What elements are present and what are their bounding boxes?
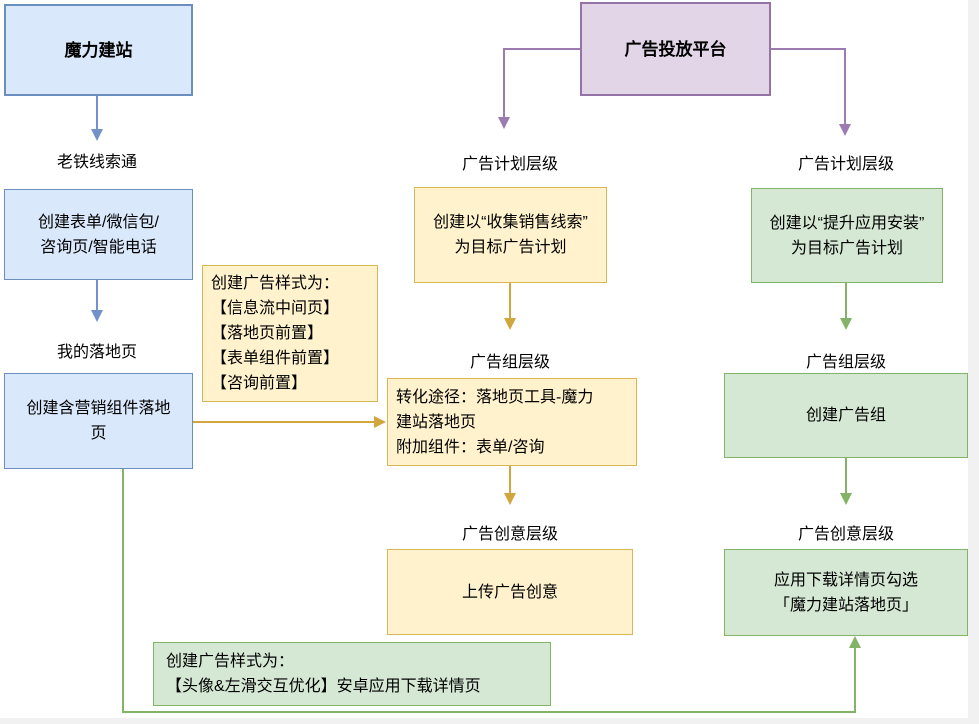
- node-conversion-path: 转化途径：落地页工具-魔力 建站落地页 附加组件：表单/咨询: [387, 378, 637, 466]
- arrow-line-platform-left-v: [503, 48, 505, 118]
- arrow-head-platform-right: [839, 124, 851, 136]
- node-create-landing-page: 创建含营销组件落地 页: [4, 373, 193, 469]
- node-magic-site-header: 魔力建站: [4, 4, 193, 96]
- arrow-head-installplan-to-group: [840, 318, 852, 330]
- label-laotie-xiansuotong: 老铁线索通: [56, 154, 137, 171]
- node-create-lead-plan: 创建以“收集销售线索” 为目标广告计划: [414, 187, 607, 283]
- node-ad-platform-header: 广告投放平台: [580, 2, 771, 96]
- node-create-form-assets: 创建表单/微信包/ 咨询页/智能电话: [4, 189, 193, 280]
- arrow-head-assets-to-mypage: [91, 310, 103, 322]
- arrow-line-magic-to-laotie: [96, 96, 98, 131]
- node-create-ad-group: 创建广告组: [724, 373, 968, 458]
- arrow-line-platform-right-v: [844, 48, 846, 125]
- note-ad-style-list: 创建广告样式为： 【信息流中间页】 【落地页前置】 【表单组件前置】 【咨询前置…: [202, 265, 378, 402]
- arrow-head-landing-to-group: [374, 416, 386, 428]
- label-my-landing-page: 我的落地页: [56, 344, 137, 361]
- arrow-line-platform-right-h: [771, 48, 845, 50]
- arrow-head-platform-left: [498, 117, 510, 129]
- arrow-line-landing-down: [122, 469, 124, 713]
- arrow-line-up-to-detail: [854, 647, 856, 713]
- label-right-creative-level: 广告创意层级: [797, 526, 894, 543]
- arrow-head-adgroup-to-creative: [840, 493, 852, 505]
- node-app-download-detail: 应用下载详情页勾选 「魔力建站落地页」: [724, 549, 968, 636]
- note-android-ad-style: 创建广告样式为： 【头像&左滑交互优化】安卓应用下载详情页: [153, 642, 551, 706]
- arrow-head-up-to-detail: [849, 636, 861, 648]
- label-middle-creative-level: 广告创意层级: [461, 526, 558, 543]
- label-right-plan-level: 广告计划层级: [797, 156, 894, 173]
- arrow-line-bottom-horizontal: [122, 711, 856, 713]
- arrow-line-adgroup-to-creative: [845, 458, 847, 494]
- right-edge-strip: [968, 0, 979, 724]
- arrow-line-assets-to-mypage: [96, 280, 98, 312]
- label-middle-plan-level: 广告计划层级: [461, 156, 558, 173]
- arrow-head-magic-to-laotie: [91, 129, 103, 141]
- arrow-head-leadplan-to-group: [504, 318, 516, 330]
- node-create-install-plan: 创建以“提升应用安装” 为目标广告计划: [751, 188, 943, 283]
- bottom-edge-strip: [0, 718, 979, 724]
- node-upload-creative: 上传广告创意: [387, 549, 633, 635]
- arrow-line-installplan-to-group: [845, 283, 847, 319]
- arrow-line-leadplan-to-group: [509, 283, 511, 319]
- label-right-group-level: 广告组层级: [805, 354, 886, 371]
- label-middle-group-level: 广告组层级: [469, 354, 550, 371]
- arrow-line-group-to-creative-mid: [509, 466, 511, 494]
- arrow-line-landing-to-group: [193, 421, 375, 423]
- arrow-head-group-to-creative-mid: [504, 493, 516, 505]
- arrow-line-platform-left-h: [504, 48, 580, 50]
